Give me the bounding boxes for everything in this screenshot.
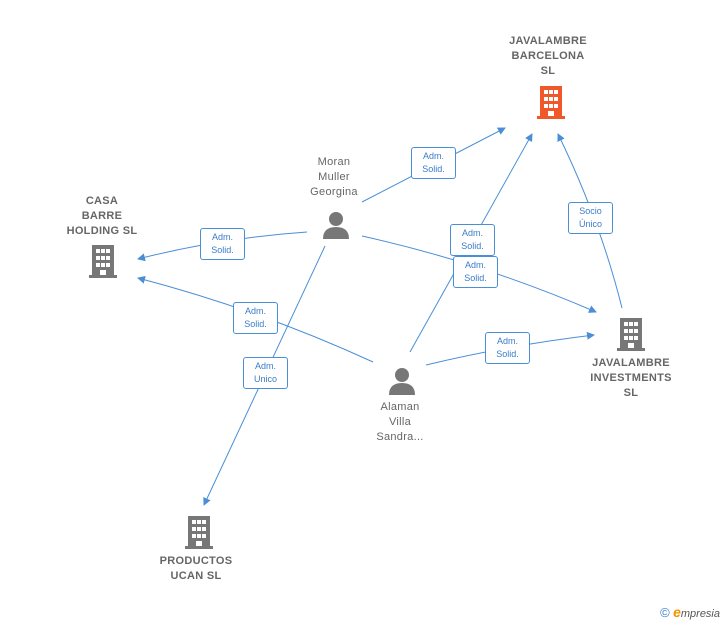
node-label-line: Villa xyxy=(388,416,412,428)
node-label-line: Muller xyxy=(318,171,350,183)
edge-label-alaman-barcelona[interactable]: Adm. Solid. xyxy=(450,224,495,256)
node-moran-muller[interactable]: Moran Muller Georgina xyxy=(294,155,374,200)
node-label-line: Georgina xyxy=(310,186,358,198)
node-javalambre-investments[interactable]: JAVALAMBRE INVESTMENTS SL xyxy=(571,356,691,401)
edge-label-moran-productos[interactable]: Adm. Unico xyxy=(243,357,288,389)
node-label-line: HOLDING SL xyxy=(66,225,138,237)
person-icon-moran-muller[interactable] xyxy=(321,210,351,245)
edge-label-line: Adm. xyxy=(211,232,233,242)
edge-label-line: Unico xyxy=(253,374,277,384)
edge-label-line: Solid. xyxy=(461,241,484,251)
edge-label-line: Solid. xyxy=(422,164,445,174)
edge-label-moran-investments[interactable]: Adm. Solid. xyxy=(453,256,498,288)
brand-logo-text: mpresia xyxy=(680,608,720,620)
edge-label-alaman-investments[interactable]: Adm. Solid. xyxy=(485,332,530,364)
node-label-line: JAVALAMBRE xyxy=(509,35,587,47)
edge-label-line: Solid. xyxy=(244,319,267,329)
node-casa-barre[interactable]: CASA BARRE HOLDING SL xyxy=(52,194,152,239)
edge-label-line: Adm. xyxy=(464,260,486,270)
node-productos-ucan[interactable]: PRODUCTOS UCAN SL xyxy=(146,554,246,584)
building-icon-casa-barre[interactable] xyxy=(87,243,119,284)
edge-label-line: Socio xyxy=(579,206,602,216)
node-alaman-villa[interactable]: Alaman Villa Sandra... xyxy=(360,400,440,445)
node-label-line: SL xyxy=(540,65,556,77)
node-label-line: Sandra... xyxy=(376,431,424,443)
node-label-line: BARRE xyxy=(81,210,123,222)
edge-label-line: Solid. xyxy=(464,273,487,283)
edge-label-moran-casa[interactable]: Adm. Solid. xyxy=(200,228,245,260)
node-label-line: CASA xyxy=(85,195,119,207)
building-icon-javalambre-barcelona[interactable] xyxy=(535,84,567,125)
building-icon-javalambre-investments[interactable] xyxy=(615,316,647,357)
node-label-line: UCAN SL xyxy=(170,570,222,582)
edge-label-line: Adm. xyxy=(254,361,276,371)
node-label-line: INVESTMENTS xyxy=(590,372,672,384)
node-label-line: Moran xyxy=(317,156,351,168)
node-label-line: PRODUCTOS xyxy=(159,555,233,567)
edge-label-line: Solid. xyxy=(496,349,519,359)
edge-label-line: Adm. xyxy=(496,336,518,346)
node-javalambre-barcelona[interactable]: JAVALAMBRE BARCELONA SL xyxy=(488,34,608,79)
edge-label-line: Único xyxy=(578,219,602,229)
edge-label-investments-barcelona[interactable]: Socio Único xyxy=(568,202,613,234)
node-label-line: BARCELONA xyxy=(511,50,585,62)
edge-label-line: Solid. xyxy=(211,245,234,255)
edge-label-moran-barcelona[interactable]: Adm. Solid. xyxy=(411,147,456,179)
building-icon-productos-ucan[interactable] xyxy=(183,514,215,555)
node-label-line: SL xyxy=(623,387,639,399)
footer-brand: © empresia xyxy=(660,604,720,620)
node-label-line: Alaman xyxy=(380,401,420,413)
node-label-line: JAVALAMBRE xyxy=(592,357,670,369)
edge-label-line: Adm. xyxy=(244,306,266,316)
brand-logo-initial: e xyxy=(673,604,681,620)
edge-label-line: Adm. xyxy=(422,151,444,161)
copyright-symbol: © xyxy=(660,605,670,620)
edge-label-alaman-casa[interactable]: Adm. Solid. xyxy=(233,302,278,334)
edge-label-line: Adm. xyxy=(461,228,483,238)
person-icon-alaman-villa[interactable] xyxy=(387,366,417,401)
